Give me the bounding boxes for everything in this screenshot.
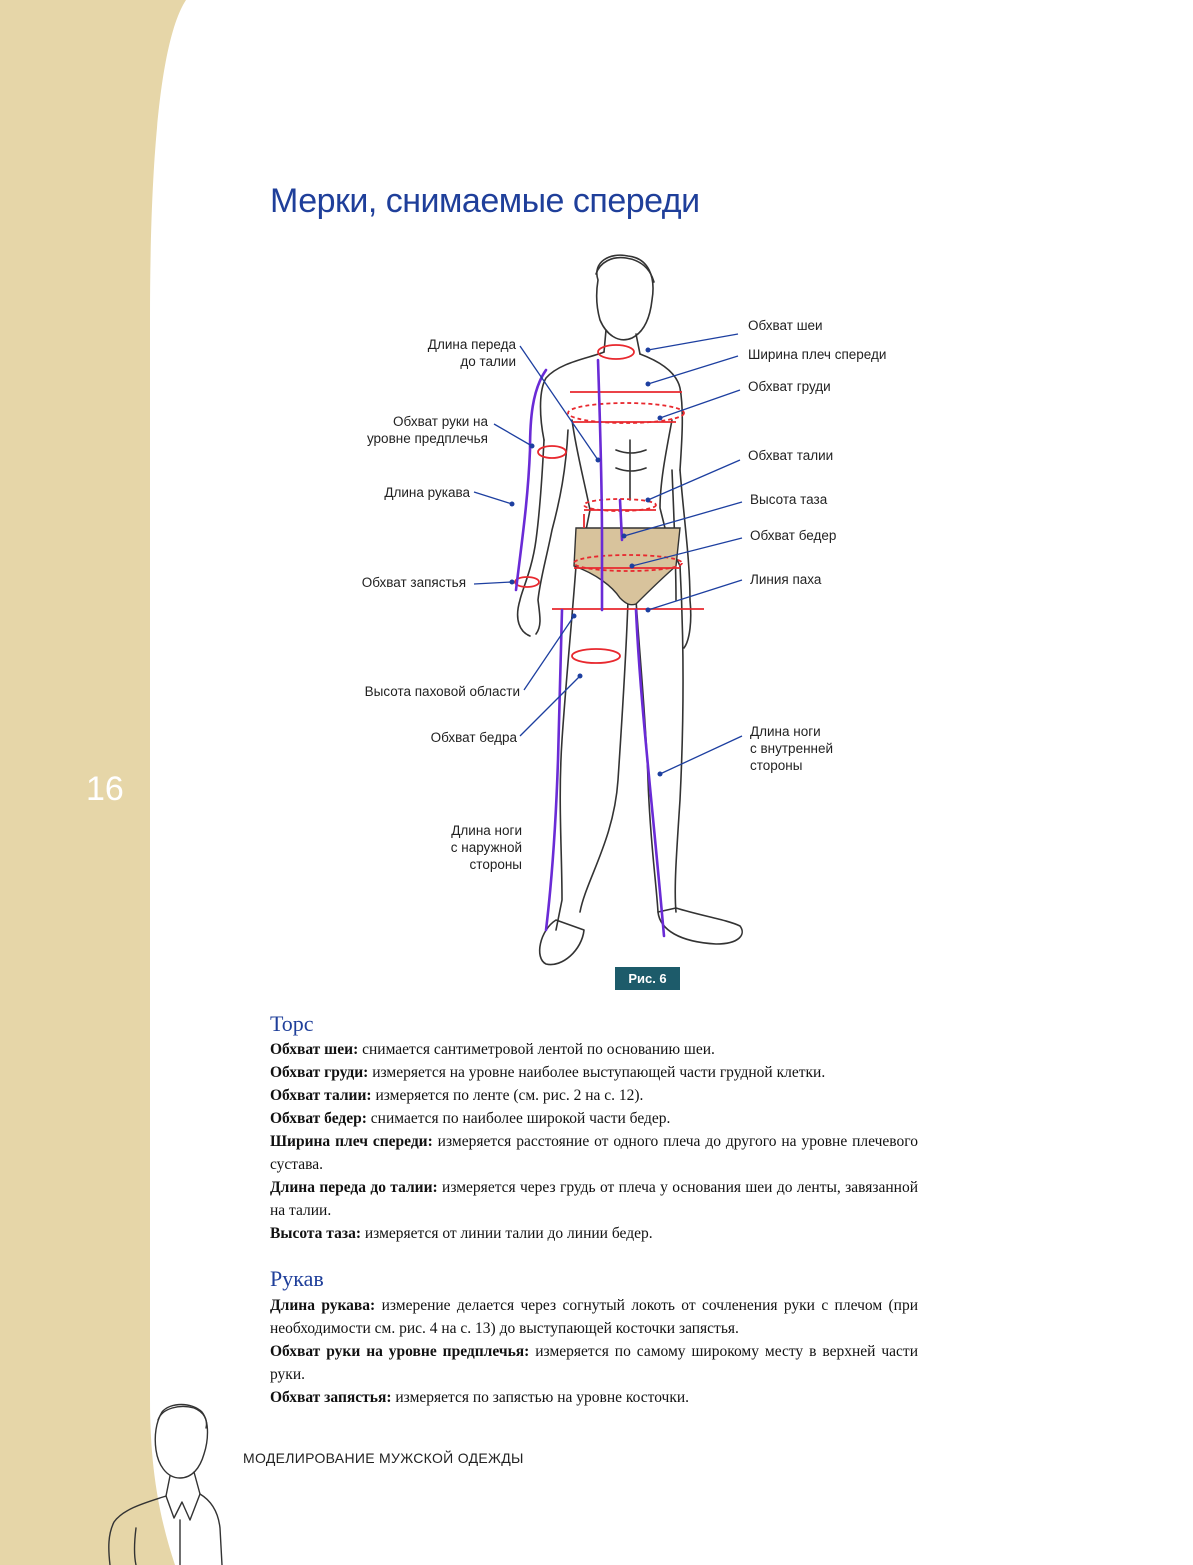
section-heading-torso: Торс (270, 1011, 314, 1036)
definition-item: Обхват шеи: снимается сантиметровой лент… (270, 1041, 715, 1058)
label-front-shoulder-width: Ширина плеч спереди (748, 347, 887, 362)
page-number: 16 (86, 770, 124, 808)
definition-item: Обхват запястья: измеряется по запястью … (270, 1389, 690, 1406)
label-neck-girth: Обхват шеи (748, 318, 823, 333)
side-band (0, 0, 186, 1565)
underwear-shape (573, 527, 681, 606)
label-hip-girth: Обхват бедер (750, 528, 837, 543)
label-chest-girth: Обхват груди (748, 379, 831, 394)
label-thigh-girth: Обхват бедра (430, 730, 517, 745)
label-crotch-line: Линия паха (750, 572, 822, 587)
label-outer-leg-length: Длина ноги с наружной стороны (450, 823, 522, 872)
definition-item: Обхват груди: измеряется на уровне наибо… (270, 1064, 826, 1081)
label-pelvis-height: Высота таза (750, 492, 828, 507)
label-wrist-girth: Обхват запястья (361, 575, 466, 590)
definition-item: Ширина плеч спереди: измеряется расстоян… (270, 1133, 918, 1173)
definition-item: Обхват талии: измеряется по ленте (см. р… (270, 1087, 644, 1104)
man-portrait-illustration (108, 1403, 223, 1565)
book-title-footer: МОДЕЛИРОВАНИЕ МУЖСКОЙ ОДЕЖДЫ (243, 1450, 524, 1466)
definition-item: Высота таза: измеряется от линии талии д… (270, 1225, 653, 1242)
measurement-figure (473, 254, 743, 966)
section-heading-sleeve: Рукав (270, 1266, 324, 1291)
section-torso-body: Обхват шеи: снимается сантиметровой лент… (270, 1038, 918, 1245)
definition-item: Длина рукава: измерение делается через с… (270, 1297, 918, 1337)
label-crotch-height: Высота паховой области (364, 684, 520, 699)
definition-item: Длина переда до талии: измеряется через … (270, 1179, 918, 1219)
label-waist-girth: Обхват талии (748, 448, 834, 463)
definition-item: Обхват руки на уровне предплечья: измеря… (270, 1343, 918, 1383)
label-front-waist-length: Длина переда до талии (427, 337, 516, 369)
label-sleeve-length: Длина рукава (384, 485, 470, 500)
label-forearm-girth: Обхват руки на уровне предплечья (366, 414, 488, 446)
page-title: Мерки, снимаемые спереди (270, 182, 700, 220)
label-inner-leg-length: Длина ноги с внутренней стороны (750, 724, 834, 773)
section-sleeve-body: Длина рукава: измерение делается через с… (270, 1294, 918, 1409)
figure-caption-tag: Рис. 6 (615, 967, 680, 990)
definition-item: Обхват бедер: снимается по наиболее широ… (270, 1110, 671, 1127)
